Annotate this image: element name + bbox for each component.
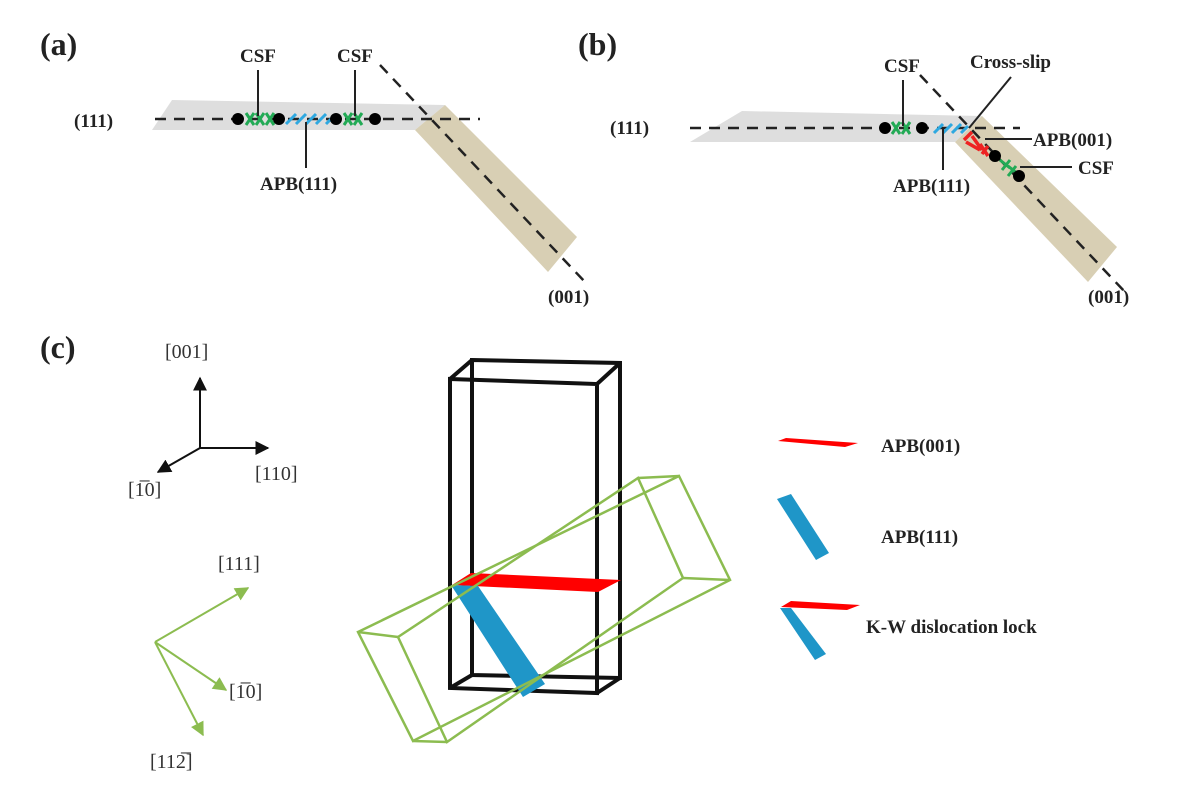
label-apb-001: APB(001) [1033,130,1112,151]
legend-swatch-apb-001 [778,438,858,447]
slip-axes [154,587,250,737]
label-apb-111: APB(111) [260,174,337,195]
axis-label-1-10: [1̅0] [128,479,161,501]
legend-label-apb-111: APB(111) [881,527,958,548]
trace-001 [379,64,586,283]
label-plane-001: (001) [1088,287,1129,308]
trace-001 [919,74,1126,293]
leader-cross-slip [968,76,1012,129]
axis-label-111: [111] [218,553,260,575]
axis-label-001: [001] [165,341,208,363]
label-csf-side: CSF [1078,158,1114,179]
label-csf-left: CSF [240,46,276,67]
box-111-frame [356,474,732,744]
apb-111-fault [284,112,336,126]
axis-1-10-slip-arrow [154,641,228,691]
label-plane-111: (111) [74,111,113,132]
csf-fault-left [244,112,276,126]
axis-label-11-2: [112̅] [150,751,193,773]
plane-111 [152,100,445,130]
apb-001-fault [962,130,990,157]
panel-c: (c) [001] [110] [1̅0] [111] [1̅0] [112̅] [40,329,1037,773]
axis-11-2-arrow [154,641,204,737]
legend-label-kw-lock: K-W dislocation lock [866,617,1037,638]
csf-fault-right [342,112,364,126]
plane-001 [415,105,577,272]
label-plane-111: (111) [610,118,649,139]
plane-111 [690,111,982,142]
partial-dislocations [879,122,1025,182]
partial-dislocations [232,113,381,125]
panel-b: (b) (111) (001) CSF Cross-slip APB(001) [578,26,1129,308]
panel-a: (a) (111) (001) CSF CSF APB(111) [40,26,589,308]
label-apb-111: APB(111) [893,176,970,197]
axis-label-110: [110] [255,463,298,485]
cubic-axes [156,376,270,473]
csf-fault-side [999,158,1019,177]
legend-swatch-kw-blue [780,608,826,660]
panel-a-label: (a) [40,26,77,62]
axis-label-1-10-slip: [1̅0] [229,681,262,703]
legend-label-apb-001: APB(001) [881,436,960,457]
box-001-frame [448,357,622,696]
panel-b-label: (b) [578,26,617,62]
label-csf-right: CSF [337,46,373,67]
label-csf-top: CSF [884,56,920,77]
apb-001-plane [452,573,621,592]
legend-swatch-kw-red [781,601,860,610]
label-cross-slip: Cross-slip [970,52,1051,73]
csf-fault-top [890,121,912,135]
axis-1-10-arrow [156,447,201,473]
apb-111-fault [932,122,970,135]
apb-111-plane [451,585,545,697]
axis-111-arrow [154,587,250,643]
legend-swatch-apb-111 [777,494,829,560]
panel-c-label: (c) [40,329,76,365]
label-plane-001: (001) [548,287,589,308]
legend: APB(001) APB(111) K-W dislocation lock [777,436,1037,660]
